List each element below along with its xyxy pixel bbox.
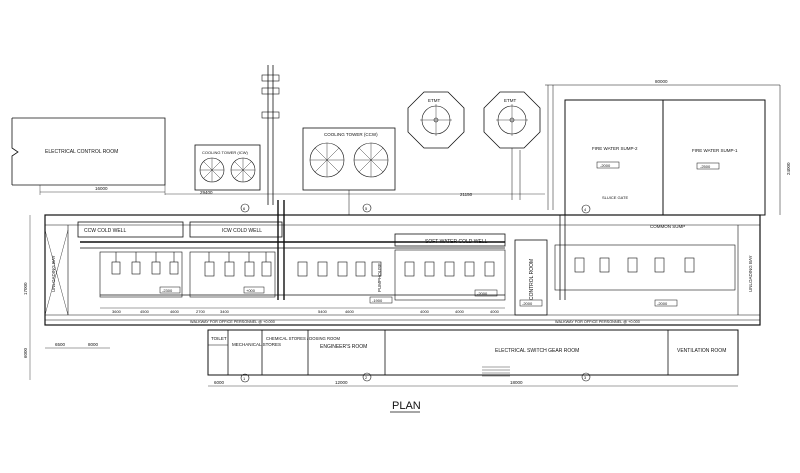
fire-water-sumps: FIRE WATER SUMP-2 FIRE WATER SUMP-1 -200… — [547, 85, 766, 216]
label-toilet: TOILET — [211, 336, 227, 341]
dim-left-bottom: 6000 — [23, 347, 28, 358]
dim-mid-b: 21150 — [460, 192, 473, 197]
dim-d3: 4600 — [170, 309, 180, 314]
dim-d1: 3600 — [112, 309, 122, 314]
level-l4: +000 — [246, 288, 256, 293]
label-fire-water-sump-1: FIRE WATER SUMP-1 — [692, 148, 738, 153]
dim-bottom-c: 18000 — [510, 380, 523, 385]
dim-ecr-width: 16000 — [95, 186, 108, 191]
dim-bottom-e: 8000 — [88, 342, 99, 347]
label-walkway-left: WALKWAY FOR OFFICE PERSONNEL @ +0.000 — [190, 320, 275, 324]
label-etmt-2: ETMT — [504, 98, 516, 103]
dim-d4: 2700 — [196, 309, 206, 314]
label-mechanical-stores: MECHANICAL STORES — [232, 342, 281, 347]
dim-bottom-b: 12000 — [335, 380, 348, 385]
label-fire-water-sump-2: FIRE WATER SUMP-2 — [592, 146, 638, 151]
mark-6: 6 — [243, 206, 246, 211]
label-chemical-stores: CHEMICAL STORES / DOSING ROOM — [266, 336, 341, 341]
label-cooling-tower-icw: COOLING TOWER (ICW) — [202, 150, 249, 155]
etmt-tank-1: ETMT — [407, 91, 465, 149]
dim-bottom-d: 6500 — [55, 342, 66, 347]
dim-left-height: 17000 — [23, 282, 28, 295]
dim-d2: 4500 — [140, 309, 150, 314]
level-l5: -1900 — [372, 298, 383, 303]
label-unloading-bay-right: UNLOADING BAY — [748, 255, 753, 292]
mark-5: 5 — [365, 206, 368, 211]
label-walkway-right: WALKWAY FOR OFFICE PERSONNEL @ +0.000 — [555, 320, 640, 324]
dim-d8: 4000 — [420, 309, 430, 314]
level-l2: -2500 — [700, 164, 711, 169]
dim-d6: 5400 — [318, 309, 328, 314]
bottom-rooms: TOILET MECHANICAL STORES CHEMICAL STORES… — [207, 329, 739, 377]
mark-3: 3 — [584, 375, 587, 380]
left-dimensions: 17000 6000 — [23, 215, 31, 380]
mark-4: 4 — [584, 207, 587, 212]
dim-d5: 3400 — [220, 309, 230, 314]
label-electrical-control-room: ELECTRICAL CONTROL ROOM — [45, 149, 118, 155]
level-l3: -2300 — [162, 288, 173, 293]
dim-top-overall: 80000 — [655, 79, 668, 84]
mark-1: 1 — [243, 376, 246, 381]
label-etmt-1: ETMT — [428, 98, 440, 103]
internal-dimensions: 3600 4500 4600 2700 3400 5400 4600 4000 … — [100, 307, 505, 314]
drawing-title: PLAN — [392, 400, 421, 412]
label-cooling-tower-ccw: COOLING TOWER (CCW) — [324, 132, 378, 137]
label-pumphouse: PUMPHOUSE — [377, 263, 382, 292]
bottom-dimensions: 6500 8000 6000 12000 18000 — [45, 342, 738, 387]
cooling-tower-icw: COOLING TOWER (ICW) — [194, 144, 261, 191]
dim-d7: 4600 — [345, 309, 355, 314]
label-ventilation-room: VENTILATION ROOM — [677, 348, 726, 354]
section-marks: 1 2 3 4 5 6 — [240, 203, 591, 383]
mark-2: 2 — [365, 375, 368, 380]
dim-d9: 4000 — [455, 309, 465, 314]
dim-mid-a: 29400 — [200, 190, 213, 195]
label-electrical-switch-gear-room: ELECTRICAL SWITCH GEAR ROOM — [495, 348, 579, 354]
label-unloading-bay-left: UNLOADING BAY — [51, 255, 56, 292]
dim-bottom-a: 6000 — [214, 380, 225, 385]
label-ccw-cold-well: CCW COLD WELL — [84, 228, 126, 234]
label-icw-cold-well: ICW COLD WELL — [222, 228, 262, 234]
etmt-tank-2: ETMT — [483, 91, 541, 200]
label-control-room: CONTROL ROOM — [529, 259, 535, 300]
pump-house-block: CCW COLD WELL ICW COLD WELL SOFT WATER C… — [44, 200, 761, 326]
level-l6: -2000 — [477, 291, 488, 296]
dim-right-height: 24000 — [786, 162, 791, 175]
dim-d10: 4000 — [490, 309, 500, 314]
level-l8: -2000 — [657, 301, 668, 306]
label-common-sump: COMMON SUMP — [650, 224, 685, 229]
level-l1: -2000 — [600, 163, 611, 168]
top-dimensions: 80000 24000 29400 21150 — [165, 65, 791, 215]
electrical-control-room: ELECTRICAL CONTROL ROOM 16000 — [11, 117, 166, 195]
label-sluice-gate: SLUICE GATE — [602, 195, 628, 200]
label-engineers-room: ENGINEER'S ROOM — [320, 344, 367, 350]
cooling-tower-ccw: COOLING TOWER (CCW) — [302, 127, 396, 215]
level-l7: -2000 — [522, 301, 533, 306]
